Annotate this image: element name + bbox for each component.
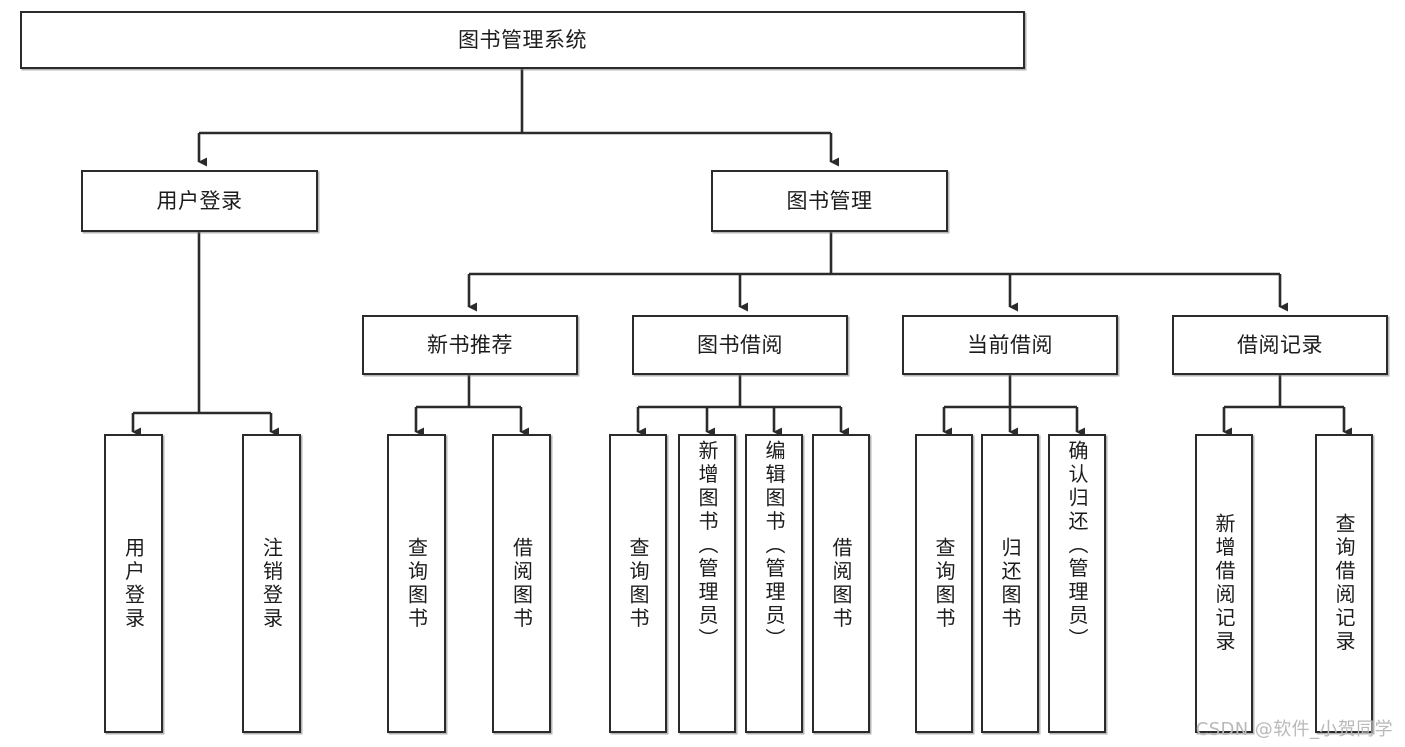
node-leaf-confirm-return[interactable]: 确认归还（管理员） xyxy=(1048,434,1106,733)
node-leaf-logout[interactable]: 注销登录 xyxy=(242,434,301,733)
node-leaf-query-book-c-label: 查询图书 xyxy=(932,536,956,631)
node-book-manage-label: 图书管理 xyxy=(786,188,873,213)
node-leaf-edit-book-label: 编辑图书（管理员） xyxy=(762,440,786,652)
node-leaf-query-book-c[interactable]: 查询图书 xyxy=(915,434,973,733)
node-leaf-borrow-book-b[interactable]: 借阅图书 xyxy=(812,434,870,733)
node-leaf-return-book-label: 归还图书 xyxy=(998,536,1022,631)
node-leaf-query-book-b[interactable]: 查询图书 xyxy=(609,434,667,733)
node-leaf-add-book[interactable]: 新增图书（管理员） xyxy=(678,434,736,733)
node-user-login-label: 用户登录 xyxy=(156,188,243,213)
node-leaf-query-book-a[interactable]: 查询图书 xyxy=(387,434,446,733)
node-leaf-add-record[interactable]: 新增借阅记录 xyxy=(1195,434,1253,733)
node-leaf-query-book-a-label: 查询图书 xyxy=(404,536,429,631)
node-leaf-user-login-label: 用户登录 xyxy=(121,536,146,631)
node-root[interactable]: 图书管理系统 xyxy=(20,11,1025,69)
node-leaf-edit-book[interactable]: 编辑图书（管理员） xyxy=(745,434,803,733)
node-leaf-user-login[interactable]: 用户登录 xyxy=(104,434,163,733)
node-current-borrow-label: 当前借阅 xyxy=(967,332,1053,357)
node-leaf-query-book-b-label: 查询图书 xyxy=(626,536,650,631)
node-new-book-rec-label: 新书推荐 xyxy=(427,332,513,357)
node-leaf-query-record[interactable]: 查询借阅记录 xyxy=(1315,434,1373,733)
node-leaf-query-record-label: 查询借阅记录 xyxy=(1332,513,1356,654)
csdn-watermark: CSDN @软件_小贺同学 xyxy=(1195,719,1393,740)
node-root-label: 图书管理系统 xyxy=(458,27,587,52)
node-new-book-rec[interactable]: 新书推荐 xyxy=(362,315,578,375)
node-leaf-add-record-label: 新增借阅记录 xyxy=(1212,513,1236,654)
node-book-manage[interactable]: 图书管理 xyxy=(711,170,948,232)
node-leaf-return-book[interactable]: 归还图书 xyxy=(981,434,1039,733)
node-leaf-borrow-book-a-label: 借阅图书 xyxy=(509,536,534,631)
node-book-borrow[interactable]: 图书借阅 xyxy=(632,315,848,375)
node-leaf-logout-label: 注销登录 xyxy=(259,536,284,631)
node-book-borrow-label: 图书借阅 xyxy=(697,332,783,357)
node-leaf-borrow-book-b-label: 借阅图书 xyxy=(829,536,853,631)
node-leaf-add-book-label: 新增图书（管理员） xyxy=(695,440,719,652)
node-borrow-record-label: 借阅记录 xyxy=(1237,332,1323,357)
node-leaf-confirm-return-label: 确认归还（管理员） xyxy=(1065,440,1089,652)
node-leaf-borrow-book-a[interactable]: 借阅图书 xyxy=(492,434,551,733)
node-borrow-record[interactable]: 借阅记录 xyxy=(1172,315,1388,375)
node-user-login[interactable]: 用户登录 xyxy=(81,170,318,232)
node-current-borrow[interactable]: 当前借阅 xyxy=(902,315,1118,375)
